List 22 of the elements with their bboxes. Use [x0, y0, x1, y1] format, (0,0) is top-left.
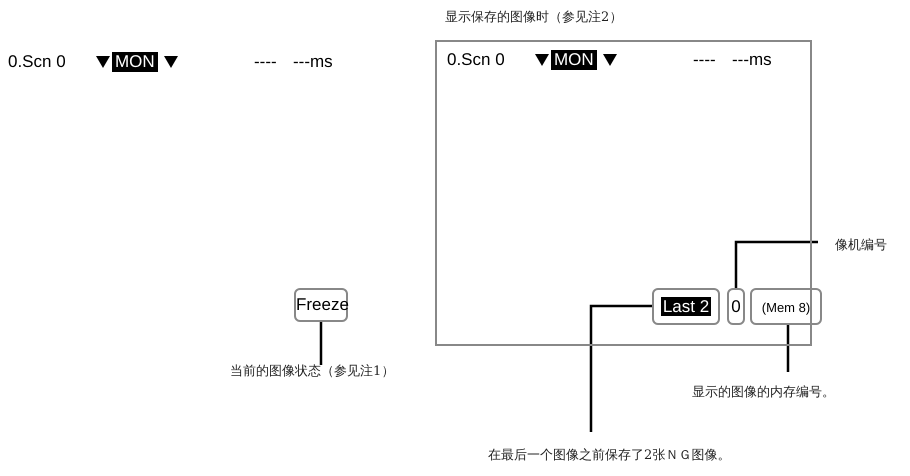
- leader-line: [320, 322, 322, 365]
- status-box: 0: [727, 288, 745, 325]
- mode-indicator: MON: [112, 52, 158, 72]
- callout-text: 在最后一个图像之前保存了2张ＮＧ图像。: [488, 446, 730, 464]
- leader-line: [786, 325, 790, 372]
- status-text: ---ms: [732, 50, 772, 70]
- highlighted-status-box: Last 2: [652, 288, 720, 325]
- leader-line: [590, 304, 652, 432]
- status-box: (Mem 8): [750, 288, 822, 325]
- status-text: ----: [693, 50, 716, 70]
- status-text: 0.Scn 0: [8, 52, 66, 72]
- mode-indicator: MON: [551, 50, 597, 70]
- status-box: Freeze: [294, 288, 348, 322]
- callout-text: 像机编号: [835, 236, 887, 254]
- status-text: 0.Scn 0: [447, 50, 505, 70]
- leader-line: [734, 240, 818, 288]
- screen-frame: [435, 40, 812, 346]
- status-text: ---ms: [293, 52, 333, 72]
- callout-text: 当前的图像状态（参见注1）: [230, 362, 394, 380]
- screen-heading: 显示保存的图像时（参见注2）: [445, 9, 622, 26]
- callout-text: 显示的图像的内存编号。: [692, 383, 835, 401]
- status-text: ----: [254, 52, 277, 72]
